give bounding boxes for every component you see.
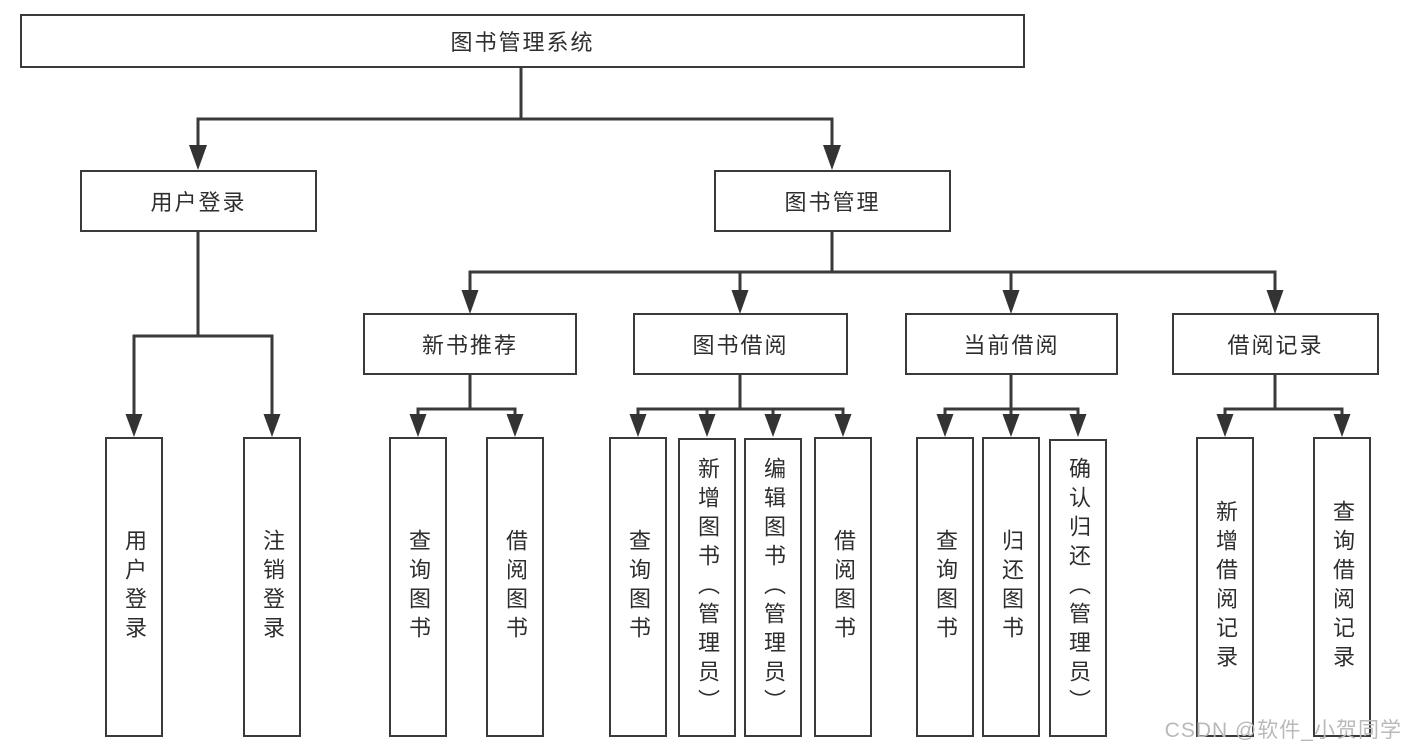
leaf-borrow-add-book-admin-label: 新增图书（管理员） xyxy=(695,456,720,719)
node-group-book-borrowing: 图书借阅 xyxy=(633,313,848,375)
leaf-current-query-books-label: 查询图书 xyxy=(933,528,958,646)
node-group-book-borrowing-label: 图书借阅 xyxy=(692,333,789,358)
node-group-new-book-recommend-label: 新书推荐 xyxy=(421,333,518,358)
leaf-logout-label: 注销登录 xyxy=(260,528,285,646)
leaf-current-return-books-label: 归还图书 xyxy=(999,528,1024,646)
leaf-logout: 注销登录 xyxy=(243,437,301,737)
node-root: 图书管理系统 xyxy=(20,14,1025,68)
leaf-newrec-borrow-books-label: 借阅图书 xyxy=(503,528,528,646)
leaf-borrow-edit-book-admin-label: 编辑图书（管理员） xyxy=(761,456,786,719)
leaf-current-return-books: 归还图书 xyxy=(982,437,1040,737)
leaf-user-login-label: 用户登录 xyxy=(122,528,147,646)
node-user-login-branch: 用户登录 xyxy=(80,170,317,232)
leaf-borrow-borrow-books: 借阅图书 xyxy=(814,437,872,737)
node-group-current-borrowing: 当前借阅 xyxy=(905,313,1118,375)
leaf-current-confirm-return-admin-label: 确认归还（管理员） xyxy=(1066,457,1091,719)
leaf-records-query-borrow-record-label: 查询借阅记录 xyxy=(1330,499,1355,675)
node-user-login-branch-label: 用户登录 xyxy=(150,190,247,215)
watermark: CSDN @软件_小贺同学 xyxy=(1164,719,1402,742)
leaf-newrec-query-books: 查询图书 xyxy=(389,437,447,737)
node-root-label: 图书管理系统 xyxy=(450,30,595,55)
leaf-current-confirm-return-admin: 确认归还（管理员） xyxy=(1049,439,1107,737)
leaf-borrow-add-book-admin: 新增图书（管理员） xyxy=(678,438,736,737)
leaf-user-login: 用户登录 xyxy=(105,437,163,737)
node-book-management-branch-label: 图书管理 xyxy=(784,190,881,215)
leaf-newrec-query-books-label: 查询图书 xyxy=(406,528,431,646)
leaf-borrow-borrow-books-label: 借阅图书 xyxy=(831,528,856,646)
node-group-borrowing-records-label: 借阅记录 xyxy=(1227,333,1324,358)
leaf-borrow-query-books: 查询图书 xyxy=(609,437,667,737)
leaf-current-query-books: 查询图书 xyxy=(916,437,974,737)
leaf-borrow-query-books-label: 查询图书 xyxy=(626,528,651,646)
node-group-borrowing-records: 借阅记录 xyxy=(1172,313,1379,375)
leaf-records-query-borrow-record: 查询借阅记录 xyxy=(1313,437,1371,737)
node-group-new-book-recommend: 新书推荐 xyxy=(363,313,577,375)
node-group-current-borrowing-label: 当前借阅 xyxy=(963,333,1060,358)
leaf-newrec-borrow-books: 借阅图书 xyxy=(486,437,544,737)
leaf-records-add-borrow-record: 新增借阅记录 xyxy=(1196,437,1254,737)
leaf-borrow-edit-book-admin: 编辑图书（管理员） xyxy=(744,438,802,737)
node-book-management-branch: 图书管理 xyxy=(714,170,951,232)
leaf-records-add-borrow-record-label: 新增借阅记录 xyxy=(1213,499,1238,675)
